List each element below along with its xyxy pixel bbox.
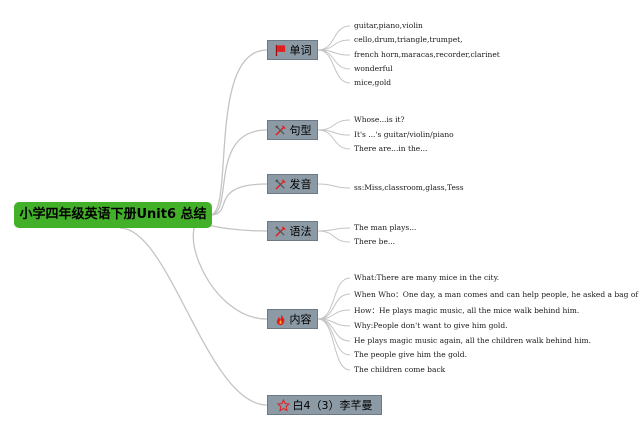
branch-label: 内容 [289, 313, 312, 326]
branch-node-2[interactable]: 发音 [267, 174, 318, 194]
leaf-item[interactable]: The people give him the gold. [354, 350, 467, 359]
leaf-item[interactable]: Why:People don't want to give him gold. [354, 321, 508, 330]
branch-node-5[interactable]: 白4（3）李芊曼 [267, 395, 382, 415]
leaf-item[interactable]: wonderful [354, 64, 393, 73]
leaf-item[interactable]: The man plays... [354, 223, 417, 232]
leaf-item[interactable]: mice,gold [354, 78, 392, 87]
connector-root-to-0 [209, 49, 268, 216]
star-outline-icon [276, 398, 290, 412]
connector-branch-3-leaf-0 [317, 227, 351, 232]
leaf-item[interactable]: What:There are many mice in the city. [354, 273, 500, 282]
leaf-item[interactable]: How：He plays magic music, all the mice w… [354, 306, 580, 315]
connector-root-to-5 [119, 227, 268, 406]
connector-branch-1-leaf-0 [317, 119, 351, 131]
leaf-item[interactable]: ss:Miss,classroom,glass,Tess [354, 183, 464, 192]
branch-label: 句型 [289, 124, 312, 137]
leaf-item[interactable]: He plays magic music again, all the chil… [354, 336, 592, 345]
fire-icon [274, 313, 287, 326]
leaf-item[interactable]: There are...in the... [354, 144, 428, 153]
connector-root-to-2 [209, 183, 268, 216]
branch-node-0[interactable]: 单词 [267, 40, 318, 60]
crossed-tools-icon [274, 124, 287, 137]
crossed-tools-icon [274, 178, 287, 191]
crossed-tools-icon [274, 225, 287, 238]
leaf-item[interactable]: guitar,piano,violin [354, 21, 423, 30]
leaf-item[interactable]: cello,drum,triangle,trumpet, [354, 35, 463, 44]
connector-root-to-1 [209, 129, 268, 216]
connector-branch-0-leaf-4 [317, 49, 351, 84]
branch-label: 发音 [289, 178, 312, 191]
branch-label: 单词 [289, 44, 312, 57]
red-flag-icon [274, 44, 287, 57]
branch-node-1[interactable]: 句型 [267, 120, 318, 140]
connector-branch-1-leaf-2 [317, 129, 351, 150]
connector-branch-4-leaf-0 [317, 277, 351, 320]
connector-branch-4-leaf-5 [317, 318, 351, 356]
leaf-item[interactable]: There be... [354, 237, 396, 246]
connector-branch-0-leaf-1 [317, 39, 351, 51]
leaf-item[interactable]: Whose...is it? [354, 115, 405, 124]
connector-branch-0-leaf-0 [317, 25, 351, 51]
branch-node-3[interactable]: 语法 [267, 221, 318, 241]
branch-node-4[interactable]: 内容 [267, 309, 318, 329]
leaf-item[interactable]: french horn,maracas,recorder,clarinet [354, 50, 500, 59]
leaf-item[interactable]: The children come back [354, 365, 446, 374]
branch-label: 白4（3）李芊曼 [292, 399, 373, 412]
root-node[interactable]: 小学四年级英语下册Unit6 总结 [14, 202, 212, 228]
leaf-item[interactable]: It's ...'s guitar/violin/piano [354, 130, 454, 139]
branch-label: 语法 [289, 225, 312, 238]
connector-branch-4-leaf-6 [317, 318, 351, 371]
connector-branch-3-leaf-1 [317, 230, 351, 243]
leaf-item[interactable]: When Who：One day, a man comes and can he… [354, 290, 640, 299]
connector-branch-2-leaf-0 [317, 183, 351, 189]
